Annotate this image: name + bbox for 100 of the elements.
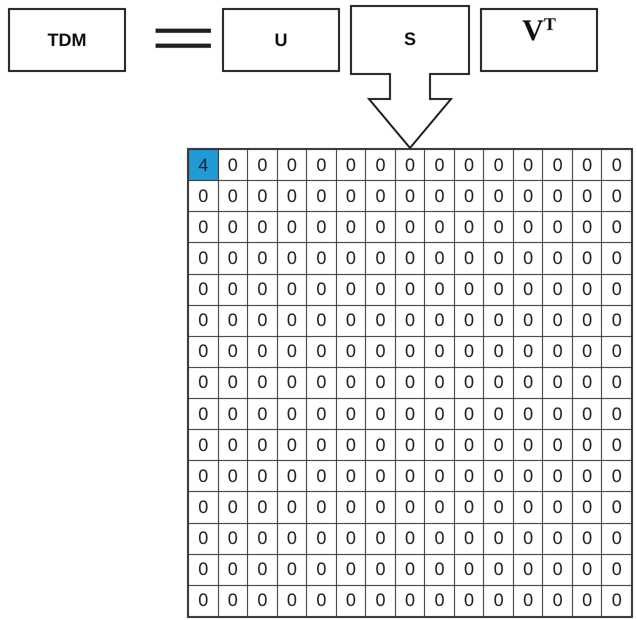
matrix-cell: 0 xyxy=(248,367,278,398)
matrix-cell: 0 xyxy=(306,274,336,306)
matrix-cell: 0 xyxy=(484,150,514,181)
matrix-cell: 0 xyxy=(602,460,632,492)
matrix-cell: 0 xyxy=(572,336,602,368)
matrix-cell: 0 xyxy=(306,398,336,430)
matrix-cell: 0 xyxy=(395,523,425,554)
matrix-name: S xyxy=(404,29,416,50)
matrix-cell: 0 xyxy=(454,554,484,586)
matrix-cell: 0 xyxy=(188,460,218,492)
matrix-cell: 0 xyxy=(454,585,484,616)
matrix-cell: 0 xyxy=(602,274,632,306)
matrix-cell: 0 xyxy=(602,150,632,181)
matrix-cell: 0 xyxy=(248,212,278,243)
matrix-cell: 0 xyxy=(188,430,218,461)
matrix-cell: 0 xyxy=(602,492,632,523)
matrix-cell: 0 xyxy=(484,180,514,212)
matrix-cell: 0 xyxy=(424,305,454,336)
matrix-cell: 0 xyxy=(218,585,248,616)
matrix-cell: 0 xyxy=(366,305,396,336)
matrix-cell: 0 xyxy=(513,367,543,398)
matrix-cell: 0 xyxy=(395,180,425,212)
matrix-cell: 0 xyxy=(484,492,514,523)
matrix-cell: 0 xyxy=(218,180,248,212)
matrix-cell: 0 xyxy=(572,398,602,430)
matrix-cell: 0 xyxy=(395,367,425,398)
matrix-cell: 0 xyxy=(188,398,218,430)
matrix-cell: 0 xyxy=(366,274,396,306)
matrix-cell: 0 xyxy=(306,460,336,492)
matrix-cell: 0 xyxy=(336,523,366,554)
matrix-cell: 0 xyxy=(454,212,484,243)
matrix-cell: 0 xyxy=(277,305,307,336)
matrix-cell: 0 xyxy=(248,430,278,461)
matrix-cell: 0 xyxy=(602,398,632,430)
matrix-cell: 0 xyxy=(218,150,248,181)
matrix-cell: 0 xyxy=(395,460,425,492)
matrix-cell: 0 xyxy=(572,180,602,212)
matrix-cell: 0 xyxy=(188,492,218,523)
matrix-cell: 0 xyxy=(513,554,543,586)
matrix-cell: 0 xyxy=(454,523,484,554)
matrix-table xyxy=(187,148,633,618)
matrix-cell: 0 xyxy=(277,523,307,554)
matrix-cell: 0 xyxy=(572,585,602,616)
matrix-cell: 0 xyxy=(188,336,218,368)
matrix-cell: 0 xyxy=(366,430,396,461)
matrix-cell: 0 xyxy=(188,274,218,306)
matrix-cell: 0 xyxy=(366,585,396,616)
matrix-cell: 0 xyxy=(366,242,396,274)
matrix-cell: 0 xyxy=(602,554,632,586)
matrix-cell: 0 xyxy=(218,398,248,430)
matrix-cell: 0 xyxy=(484,398,514,430)
matrix-cell: 0 xyxy=(336,430,366,461)
matrix-cell: 0 xyxy=(484,305,514,336)
matrix-cell: 0 xyxy=(277,150,307,181)
matrix-cell: 0 xyxy=(188,180,218,212)
matrix-cell: 0 xyxy=(602,242,632,274)
matrix-cell: 0 xyxy=(218,242,248,274)
matrix-cell: 0 xyxy=(572,367,602,398)
matrix-cell: 0 xyxy=(602,585,632,616)
matrix-cell: 0 xyxy=(542,554,572,586)
matrix-cell: 0 xyxy=(602,430,632,461)
matrix-cell: 0 xyxy=(484,242,514,274)
matrix-cell: 0 xyxy=(424,274,454,306)
matrix-cell: 0 xyxy=(572,212,602,243)
matrix-cell: 0 xyxy=(572,274,602,306)
matrix-cell: 0 xyxy=(306,180,336,212)
matrix-cell: 0 xyxy=(366,554,396,586)
matrix-cell: 0 xyxy=(277,460,307,492)
matrix-cell: 0 xyxy=(395,274,425,306)
matrix-cell: 0 xyxy=(513,242,543,274)
matrix-cell: 0 xyxy=(513,460,543,492)
matrix-cell: 0 xyxy=(218,212,248,243)
matrix-cell: 0 xyxy=(277,492,307,523)
matrix-cell: 0 xyxy=(277,242,307,274)
matrix-cell: 0 xyxy=(572,150,602,181)
matrix-cell: 0 xyxy=(395,430,425,461)
matrix-cell: 0 xyxy=(513,585,543,616)
matrix-box xyxy=(480,8,598,72)
matrix-cell: 0 xyxy=(542,460,572,492)
matrix-cell: 0 xyxy=(454,367,484,398)
matrix-cell: 0 xyxy=(306,212,336,243)
equals-sign: = xyxy=(150,18,218,58)
block-arrow xyxy=(366,72,454,150)
matrix-cell: 0 xyxy=(366,212,396,243)
matrix-cell: 0 xyxy=(513,492,543,523)
matrix-cell: 0 xyxy=(454,398,484,430)
matrix-cell: 0 xyxy=(395,150,425,181)
matrix-cell: 0 xyxy=(218,523,248,554)
matrix-cell: 0 xyxy=(395,336,425,368)
matrix-cell: 0 xyxy=(366,336,396,368)
matrix-cell: 0 xyxy=(424,212,454,243)
matrix-cell: 0 xyxy=(248,305,278,336)
matrix-cell: 0 xyxy=(513,523,543,554)
matrix-cell: 0 xyxy=(454,180,484,212)
matrix-cell: 0 xyxy=(277,398,307,430)
matrix-cell: 0 xyxy=(484,367,514,398)
matrix-cell: 0 xyxy=(542,305,572,336)
matrix-cell: 0 xyxy=(454,492,484,523)
matrix-cell: 0 xyxy=(424,180,454,212)
matrix-cell: 0 xyxy=(602,212,632,243)
